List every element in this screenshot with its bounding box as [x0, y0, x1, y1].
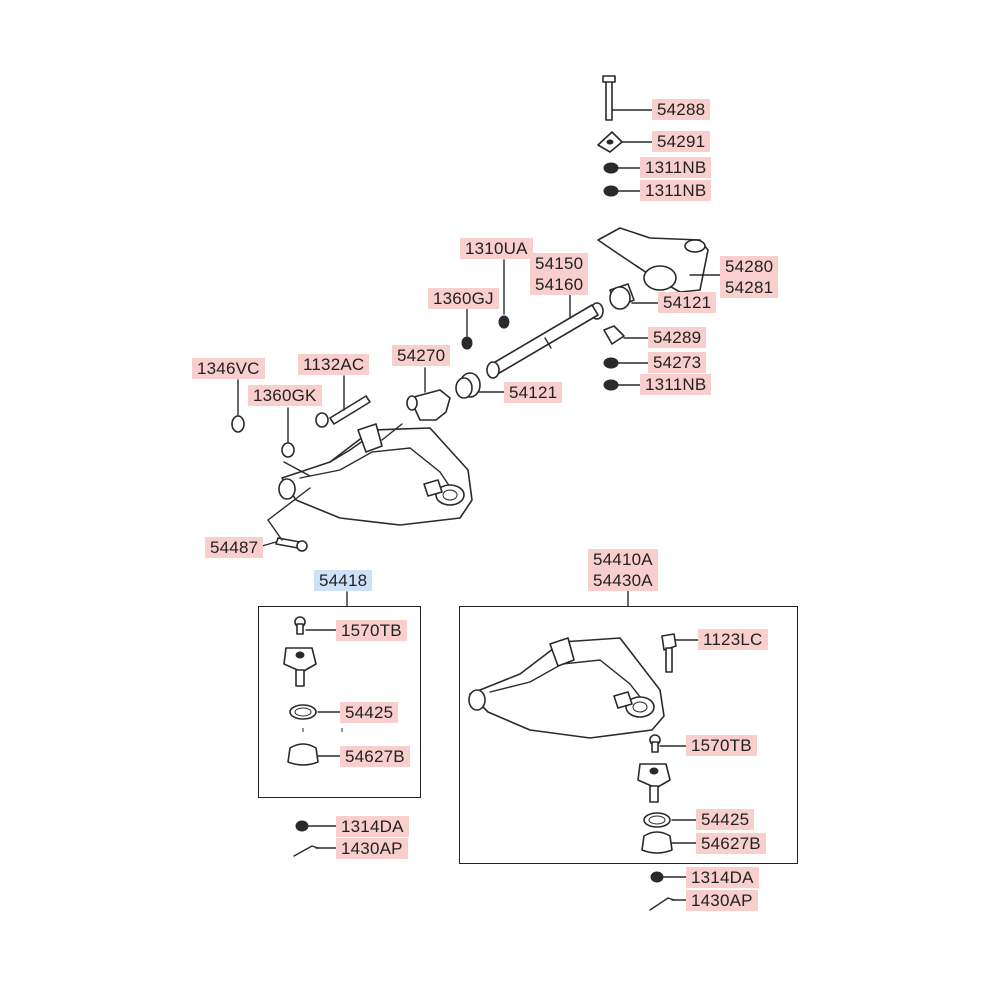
callout-1311nb-b[interactable]: 1311NB	[640, 180, 712, 201]
nut-54273-icon	[603, 357, 651, 369]
clip-54289-icon	[603, 325, 651, 345]
callout-54160[interactable]: 54160	[530, 274, 589, 295]
boot-54627b-kit-icon	[641, 831, 697, 854]
callout-1360gj[interactable]: 1360GJ	[428, 288, 499, 309]
nut-1314da-kit-icon	[650, 871, 687, 883]
bracket-54280-icon	[597, 227, 723, 293]
nut-1346vc-icon	[231, 379, 245, 433]
callout-1430ap-b[interactable]: 1430AP	[686, 890, 758, 911]
callout-54430a[interactable]: 54430A	[588, 570, 658, 591]
callout-1310ua[interactable]: 1310UA	[460, 238, 533, 259]
bracket-54270-icon	[406, 367, 451, 421]
callout-54291[interactable]: 54291	[652, 131, 711, 152]
callout-1311nb-c[interactable]: 1311NB	[640, 374, 712, 395]
callout-1346vc[interactable]: 1346VC	[192, 358, 265, 379]
callout-54270[interactable]: 54270	[392, 345, 451, 366]
nut-1311nb-lower-icon	[603, 379, 643, 391]
callout-54121-lower[interactable]: 54121	[504, 382, 563, 403]
callout-1430ap-a[interactable]: 1430AP	[336, 838, 408, 859]
callout-54425-b[interactable]: 54425	[696, 809, 755, 830]
kit-frame-54418	[258, 606, 421, 798]
callout-54280[interactable]: 54280	[720, 256, 779, 277]
washer-54291-icon	[597, 131, 653, 153]
ball-joint-1570tb-icon	[283, 616, 337, 687]
callout-54281[interactable]: 54281	[720, 277, 779, 298]
nut-1360gj-icon	[461, 307, 473, 350]
boot-54627b-icon	[287, 743, 341, 766]
bushing-54121-upper-icon	[590, 283, 661, 320]
control-arm-upper-icon	[267, 423, 473, 526]
callout-54418[interactable]: 54418	[314, 570, 373, 591]
shaft-54150-icon	[486, 291, 599, 379]
bolt-1132ac-icon	[315, 375, 371, 428]
ring-54425-kit-icon	[643, 812, 697, 828]
nut-1311nb-icon	[603, 162, 641, 197]
ball-joint-1570tb-kit-icon	[637, 734, 687, 803]
control-arm-kit-icon	[468, 637, 665, 739]
callout-1314da-b[interactable]: 1314DA	[686, 867, 759, 888]
callout-1132ac[interactable]: 1132AC	[298, 354, 370, 375]
callout-1314da-a[interactable]: 1314DA	[336, 816, 409, 837]
callout-54150[interactable]: 54150	[530, 253, 589, 274]
callout-54121-upper[interactable]: 54121	[658, 292, 717, 313]
nut-1314da-icon	[295, 820, 337, 832]
kit-frame-54410a	[459, 606, 798, 864]
bushing-54121-lower-icon	[455, 372, 506, 399]
callout-54410a[interactable]: 54410A	[588, 549, 658, 570]
callout-54273[interactable]: 54273	[648, 352, 707, 373]
nut-1360gk-icon	[281, 407, 295, 458]
callout-1570tb-b[interactable]: 1570TB	[686, 735, 757, 756]
callout-54289[interactable]: 54289	[648, 327, 707, 348]
nut-1310ua-icon	[498, 259, 510, 329]
callout-54425-a[interactable]: 54425	[340, 702, 399, 723]
callout-54288[interactable]: 54288	[652, 99, 711, 120]
ring-54425-icon	[289, 704, 343, 732]
bolt-54487-icon	[261, 519, 308, 552]
callout-54627b-b[interactable]: 54627B	[696, 833, 766, 854]
callout-54487[interactable]: 54487	[205, 537, 264, 558]
callout-1123lc[interactable]: 1123LC	[698, 629, 768, 650]
callout-1570tb-a[interactable]: 1570TB	[336, 620, 407, 641]
callout-1311nb-a[interactable]: 1311NB	[640, 157, 712, 178]
callout-1360gk[interactable]: 1360GK	[248, 385, 322, 406]
cotter-pin-1430ap-kit-icon	[649, 897, 687, 911]
callout-54627b-a[interactable]: 54627B	[340, 746, 410, 767]
bolt-1123lc-icon	[661, 633, 701, 673]
bolt-54288-icon	[602, 75, 653, 121]
cotter-pin-1430ap-icon	[293, 845, 337, 857]
